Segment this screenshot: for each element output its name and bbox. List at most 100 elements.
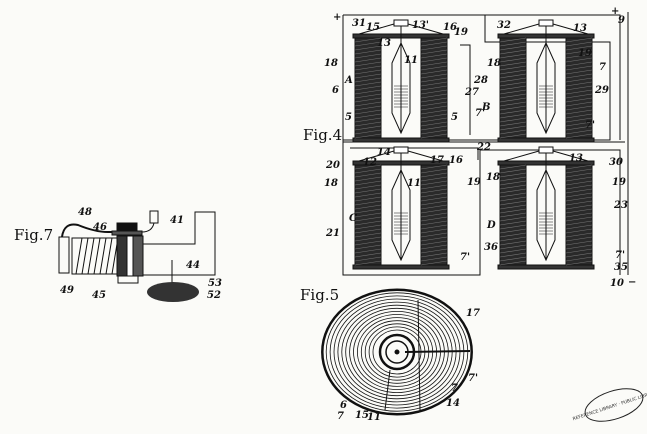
winding-hatch bbox=[354, 129, 382, 135]
ref-label: 7 bbox=[337, 411, 344, 422]
wire-c-top bbox=[350, 147, 479, 160]
winding-hatch bbox=[354, 97, 382, 103]
winding-hatch bbox=[420, 244, 448, 250]
winding-hatch bbox=[420, 252, 448, 258]
ref-label: 7 bbox=[451, 383, 458, 394]
ref-label: 17 bbox=[466, 308, 480, 319]
winding-hatch bbox=[565, 81, 593, 87]
winding-hatch bbox=[565, 224, 593, 230]
winding-hatch bbox=[565, 228, 593, 234]
winding-hatch bbox=[499, 129, 527, 135]
winding-hatch bbox=[499, 164, 527, 170]
ref-label: 48 bbox=[78, 207, 92, 218]
winding-hatch bbox=[565, 208, 593, 214]
washer bbox=[111, 230, 143, 236]
winding-hatch bbox=[420, 192, 448, 198]
winding-hatch bbox=[565, 85, 593, 91]
winding-hatch bbox=[354, 57, 382, 63]
winding-hatch bbox=[354, 53, 382, 59]
winding-hatch bbox=[565, 53, 593, 59]
winding-hatch bbox=[354, 192, 382, 198]
winding-hatch bbox=[565, 57, 593, 63]
ref-label: 13 bbox=[573, 23, 587, 34]
nut bbox=[117, 275, 139, 284]
ref-label: 53 bbox=[208, 278, 222, 289]
winding-hatch bbox=[354, 65, 382, 71]
ref-label: 23 bbox=[613, 200, 628, 211]
winding-hatch bbox=[565, 192, 593, 198]
winding-hatch bbox=[420, 125, 448, 131]
winding-hatch bbox=[354, 89, 382, 95]
winding-hatch bbox=[565, 125, 593, 131]
winding-hatch bbox=[354, 49, 382, 55]
ref-label: 12 bbox=[363, 157, 377, 168]
winding-hatch bbox=[420, 133, 448, 139]
winding-hatch bbox=[499, 224, 527, 230]
winding-hatch bbox=[420, 164, 448, 170]
winding-hatch bbox=[499, 41, 527, 47]
ref-label: 29 bbox=[594, 85, 609, 96]
ground-mass-52 bbox=[147, 282, 199, 302]
winding-hatch bbox=[420, 176, 448, 182]
wire-frame-left bbox=[342, 15, 621, 276]
winding-hatch bbox=[420, 168, 448, 174]
winding-hatch bbox=[420, 204, 448, 210]
winding-hatch bbox=[354, 212, 382, 218]
winding-hatch bbox=[499, 73, 527, 79]
winding-hatch bbox=[420, 236, 448, 242]
winding-hatch bbox=[354, 101, 382, 107]
winding-hatch bbox=[420, 232, 448, 238]
ref-label: 16 bbox=[443, 22, 457, 33]
winding-hatch bbox=[420, 172, 448, 178]
winding-hatch bbox=[354, 117, 382, 123]
winding-hatch bbox=[420, 117, 448, 123]
ref-label: 44 bbox=[186, 260, 200, 271]
winding-hatch bbox=[420, 188, 448, 194]
winding-hatch bbox=[420, 61, 448, 67]
bottom-plate bbox=[352, 264, 450, 270]
winding-hatch bbox=[354, 184, 382, 190]
winding-hatch bbox=[499, 228, 527, 234]
ref-label: 7' bbox=[615, 250, 625, 261]
ref-label: 30 bbox=[609, 157, 623, 168]
unit-label-c: C bbox=[349, 213, 357, 224]
winding-hatch bbox=[354, 93, 382, 99]
winding-hatch bbox=[565, 184, 593, 190]
unit-label-a: A bbox=[344, 75, 353, 86]
winding-hatch bbox=[565, 204, 593, 210]
winding-hatch bbox=[499, 212, 527, 218]
winding-hatch bbox=[354, 260, 382, 266]
radial-lead bbox=[417, 299, 421, 411]
winding-turn bbox=[93, 237, 101, 275]
ref-label: 9 bbox=[618, 15, 625, 26]
winding-hatch bbox=[354, 125, 382, 131]
winding-hatch bbox=[420, 45, 448, 51]
wire-48 bbox=[61, 223, 140, 238]
ref-label: 35 bbox=[614, 262, 628, 273]
bottom-plate bbox=[497, 264, 595, 270]
ref-label: + bbox=[611, 6, 619, 17]
ref-label: + bbox=[333, 12, 341, 23]
winding-hatch bbox=[499, 208, 527, 214]
winding-hatch bbox=[565, 216, 593, 222]
winding-hatch bbox=[499, 168, 527, 174]
winding-hatch bbox=[420, 93, 448, 99]
winding-hatch bbox=[354, 176, 382, 182]
winding-hatch bbox=[565, 212, 593, 218]
winding-hatch bbox=[420, 121, 448, 127]
unit-label-b: B bbox=[481, 102, 490, 113]
winding-hatch bbox=[499, 85, 527, 91]
winding-hatch bbox=[420, 65, 448, 71]
winding-hatch bbox=[420, 97, 448, 103]
winding-hatch bbox=[499, 180, 527, 186]
coil-unit bbox=[497, 19, 595, 143]
winding-hatch bbox=[499, 61, 527, 67]
winding-hatch bbox=[354, 244, 382, 250]
winding-turn bbox=[75, 237, 83, 275]
winding-hatch bbox=[499, 57, 527, 63]
ref-label: 16 bbox=[449, 155, 463, 166]
winding-hatch bbox=[499, 53, 527, 59]
winding-hatch bbox=[499, 77, 527, 83]
ref-label: 41 bbox=[170, 215, 184, 226]
